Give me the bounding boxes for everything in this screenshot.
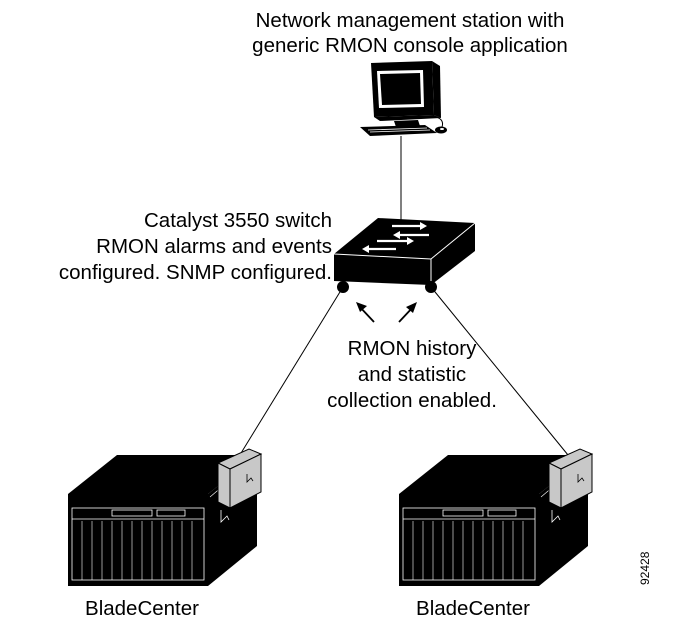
rmon-label-line3: collection enabled. bbox=[327, 389, 497, 412]
switch-to-blade-right-link bbox=[430, 286, 569, 456]
bladecenter-right-label: BladeCenter bbox=[416, 597, 530, 620]
switch-to-blade-left-link bbox=[237, 286, 344, 459]
switch-label: Catalyst 3550 switch RMON alarms and eve… bbox=[0, 208, 332, 286]
switch-port-left bbox=[337, 281, 349, 293]
switch-label-line3: configured. SNMP configured. bbox=[58, 261, 332, 284]
switch-icon bbox=[333, 218, 476, 285]
rmon-label-line2: and statistic bbox=[357, 363, 467, 386]
switch-label-line2: RMON alarms and events bbox=[96, 235, 332, 258]
figure-id: 92428 bbox=[638, 551, 652, 585]
bladecenter-left-label: BladeCenter bbox=[85, 597, 199, 620]
switch-port-right bbox=[425, 281, 437, 293]
bladecenter-right-icon bbox=[399, 448, 594, 586]
nms-label-line1: Network management station with bbox=[255, 9, 565, 32]
workstation-icon bbox=[360, 61, 447, 136]
nms-label: Network management station with generic … bbox=[195, 8, 625, 58]
bladecenter-left-icon bbox=[68, 448, 263, 586]
rmon-label: RMON history and statistic collection en… bbox=[292, 336, 532, 414]
nms-label-line2: generic RMON console application bbox=[252, 34, 568, 57]
arrow-left-icon bbox=[356, 302, 375, 323]
arrow-right-icon bbox=[398, 302, 417, 323]
rmon-label-line1: RMON history bbox=[347, 337, 477, 360]
switch-label-line1: Catalyst 3550 switch bbox=[143, 209, 332, 232]
